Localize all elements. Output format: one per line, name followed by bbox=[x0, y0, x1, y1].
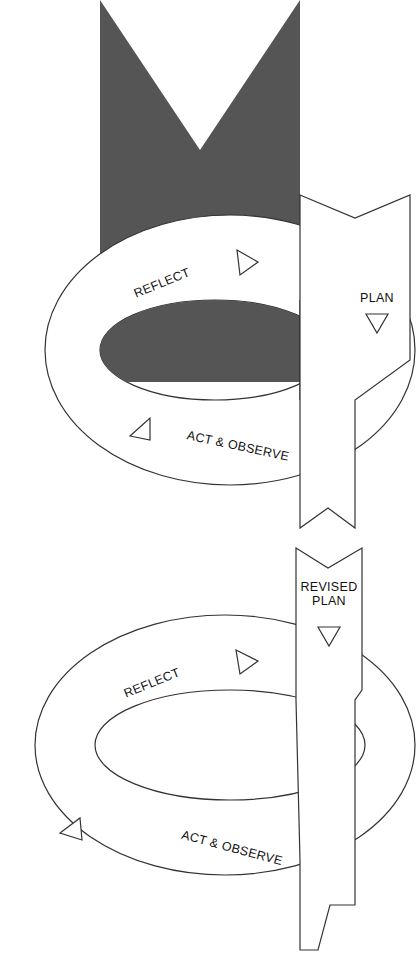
direction-arrow bbox=[60, 818, 82, 840]
direction-arrow bbox=[318, 627, 340, 646]
spiral-shaft bbox=[296, 548, 362, 950]
stage-label: PLAN bbox=[352, 291, 402, 305]
direction-arrow bbox=[236, 650, 258, 674]
direction-arrow bbox=[366, 314, 388, 333]
stage-label: REVISED PLAN bbox=[297, 580, 361, 608]
direction-arrow bbox=[237, 250, 258, 275]
shaded-hole bbox=[95, 295, 300, 382]
direction-arrow bbox=[130, 418, 150, 440]
spiral-shaft bbox=[300, 195, 410, 528]
